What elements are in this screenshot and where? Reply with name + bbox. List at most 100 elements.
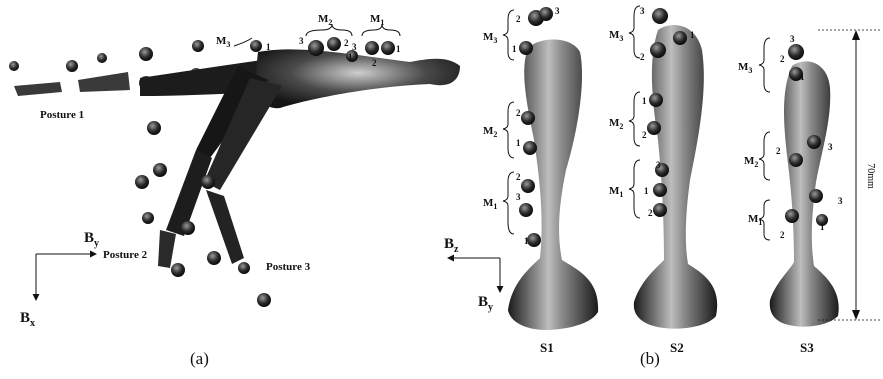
marker-number: 2 xyxy=(780,230,785,240)
marker-number: 1 xyxy=(266,42,271,52)
marker-number: 1 xyxy=(642,96,647,106)
group-m2-label: M2 xyxy=(318,13,332,27)
marker-number: 1 xyxy=(396,44,401,54)
group-m1-label: M1 xyxy=(370,13,384,27)
s3-group-m3: M3 xyxy=(738,61,752,75)
scale-arrow-bottom xyxy=(852,310,860,320)
s3-group-m1: M1 xyxy=(748,213,762,227)
marker-number: 1 xyxy=(348,52,353,62)
marker-number: 2 xyxy=(776,146,781,156)
marker xyxy=(181,221,195,235)
brace-s2-m3 xyxy=(629,6,640,58)
marker xyxy=(207,251,221,265)
marker xyxy=(519,41,533,55)
marker-number: 2 xyxy=(344,38,349,48)
bone-main xyxy=(257,49,460,108)
marker-number: 2 xyxy=(372,58,377,68)
brace-s1-m1 xyxy=(503,172,514,234)
marker-number: 1 xyxy=(524,236,529,246)
s2-group-m2: M2 xyxy=(609,117,623,131)
marker xyxy=(250,40,262,52)
marker xyxy=(521,111,535,125)
marker xyxy=(201,175,215,189)
brace-m3 xyxy=(234,38,252,46)
marker-number: 1 xyxy=(800,72,805,82)
marker-number: 3 xyxy=(828,142,833,152)
s1-group-m2: M2 xyxy=(483,125,497,139)
axis-bx-label: Bx xyxy=(20,310,35,329)
s2-group-m1: M1 xyxy=(609,185,623,199)
marker xyxy=(153,163,167,177)
marker xyxy=(142,212,154,224)
posture-1-marker xyxy=(66,60,78,72)
marker xyxy=(539,7,553,21)
panel-b: M3 2 3 1 M2 2 1 M1 2 3 1 M3 3 1 2 M2 1 2… xyxy=(444,6,880,368)
s2-group-m3: M3 xyxy=(609,29,623,43)
axis-by-label: By xyxy=(84,230,99,249)
marker-number: 2 xyxy=(516,14,521,24)
marker xyxy=(649,93,663,107)
marker-number: 3 xyxy=(352,42,357,52)
specimen-s2-label: S2 xyxy=(670,340,684,355)
marker-number: 1 xyxy=(512,44,517,54)
marker-number: 2 xyxy=(516,108,521,118)
axes-a: By Bx xyxy=(20,230,99,329)
marker-number: 3 xyxy=(790,34,795,44)
brace-s3-m3 xyxy=(759,38,770,92)
marker xyxy=(147,121,161,135)
posture-1-marker xyxy=(192,40,204,52)
marker xyxy=(785,209,799,223)
posture-1-bone-1 xyxy=(14,82,62,96)
specimen-s1 xyxy=(508,7,598,330)
specimen-s3 xyxy=(770,44,839,327)
marker xyxy=(521,179,535,193)
brace-s3-m2 xyxy=(759,132,770,180)
marker-number: 2 xyxy=(648,208,653,218)
marker-number: 3 xyxy=(656,160,661,170)
posture-1-bone-2 xyxy=(78,72,130,92)
caption-a: (a) xyxy=(190,349,209,368)
marker xyxy=(807,135,821,149)
marker-number: 2 xyxy=(780,54,785,64)
marker xyxy=(650,42,666,58)
marker xyxy=(308,40,324,56)
brace-s1-m2 xyxy=(503,102,514,158)
marker xyxy=(365,41,379,55)
caption-b: (b) xyxy=(640,349,660,368)
marker-number: 1 xyxy=(644,186,649,196)
brace-s2-m1 xyxy=(629,160,640,218)
marker-number: 2 xyxy=(642,130,647,140)
posture-1-marker xyxy=(139,47,153,61)
marker-number: 3 xyxy=(516,192,521,202)
marker xyxy=(809,189,823,203)
specimen-s2 xyxy=(634,8,717,329)
scale-bar: 70mm xyxy=(818,30,880,320)
marker xyxy=(527,233,541,247)
bone-s2 xyxy=(634,25,717,329)
marker-number: 3 xyxy=(838,196,843,206)
marker xyxy=(135,175,149,189)
marker-number: 2 xyxy=(640,52,645,62)
marker xyxy=(519,203,533,217)
posture-1-label: Posture 1 xyxy=(40,109,84,121)
s1-group-m3: M3 xyxy=(483,31,497,45)
s3-group-m2: M2 xyxy=(744,155,758,169)
marker xyxy=(789,153,803,167)
posture-1-marker xyxy=(9,61,19,71)
marker xyxy=(653,183,667,197)
axes-b: Bz By xyxy=(444,236,500,313)
marker xyxy=(647,121,661,135)
main-bones xyxy=(140,49,460,268)
marker xyxy=(652,8,668,24)
marker xyxy=(788,44,804,60)
bone-s3 xyxy=(770,61,839,326)
specimen-s3-label: S3 xyxy=(800,340,814,355)
marker xyxy=(673,31,687,45)
posture-3-label: Posture 3 xyxy=(266,261,311,273)
bone-lower-3 xyxy=(158,230,176,268)
panel-a: Posture 1 Posture 2 Posture 3 M3 M2 M1 1… xyxy=(9,13,460,368)
scale-arrow-top xyxy=(852,30,860,40)
marker xyxy=(238,262,250,274)
